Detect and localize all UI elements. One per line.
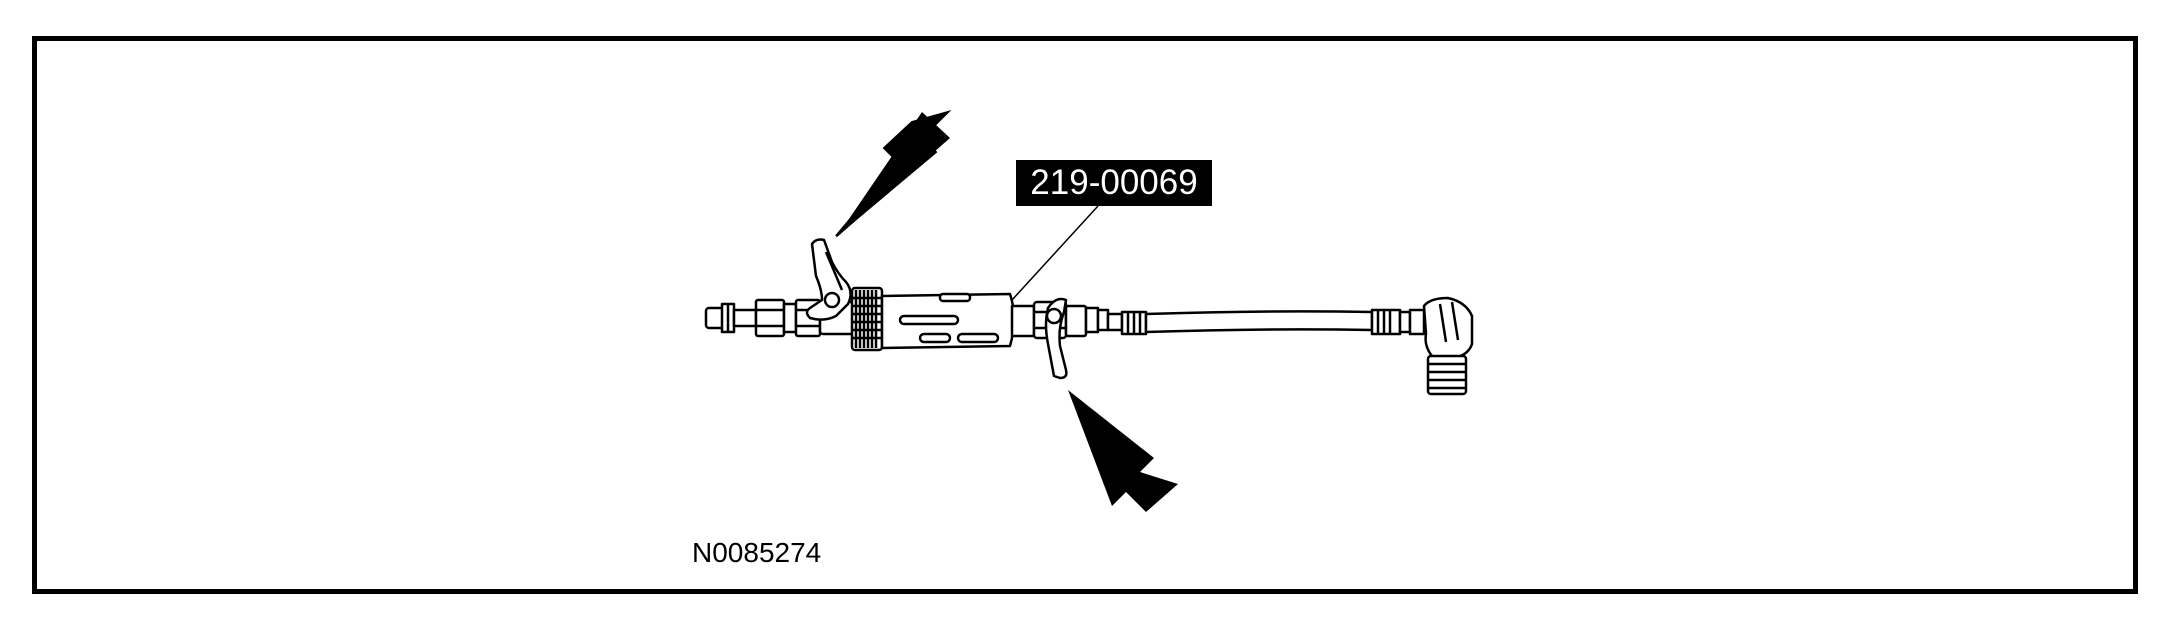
knurled-nut — [850, 286, 884, 352]
left-coupler-fitting — [704, 298, 822, 338]
sight-cylinder — [880, 292, 1016, 350]
lower-arrow-icon — [1068, 390, 1178, 512]
right-angle-connector — [1422, 296, 1474, 396]
hose — [1106, 308, 1426, 336]
figure-id-label: N0085274 — [692, 537, 822, 568]
right-valve-lever — [1044, 297, 1068, 380]
callout-leader-line — [1011, 205, 1099, 301]
left-valve-lever — [805, 238, 852, 321]
tool-number-callout: 219-00069 — [1016, 160, 1212, 206]
upper-arrow-head-icon — [836, 112, 950, 238]
